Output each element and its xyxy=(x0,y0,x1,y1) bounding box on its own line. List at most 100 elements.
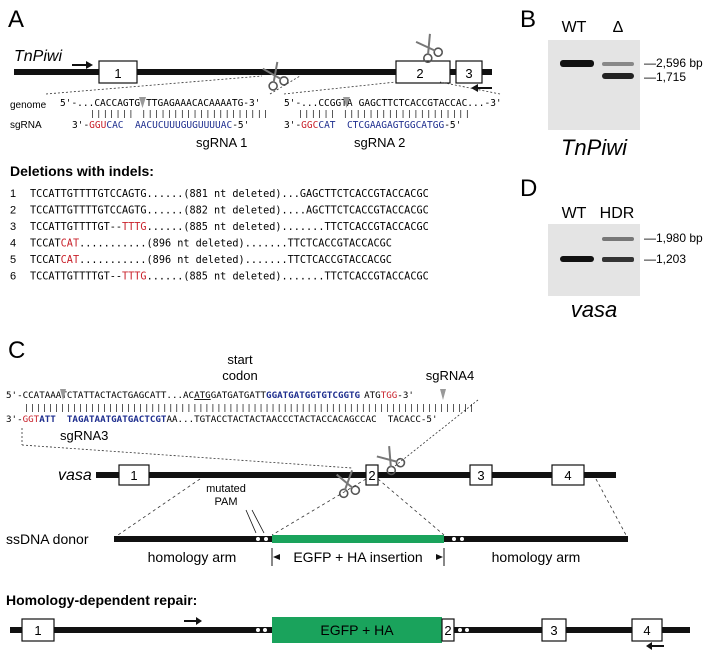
deletion-dots: ........... xyxy=(79,239,146,250)
deletion-dots: ....... xyxy=(245,255,288,266)
zoom-connector xyxy=(394,399,479,467)
deletions-list: 1 TCCATTGTTTTGTCCAGTG......(881 nt delete… xyxy=(10,188,429,283)
scissors-icon xyxy=(376,446,406,476)
donor-egfp-insertion xyxy=(272,535,444,543)
tnpiwi-gene-label: TnPiwi xyxy=(14,48,62,65)
deletion-row-number: 2 xyxy=(10,205,16,217)
gel-b-lane-delta: Δ xyxy=(613,19,624,36)
vasa-exon-1 xyxy=(118,464,150,486)
vasa-exon-4 xyxy=(551,464,585,486)
deletion-right-seq: TTCTCACCGTACCACGC xyxy=(288,239,392,250)
deletion-right-seq: AGCTTCTCACCGTACCACGC xyxy=(306,206,429,217)
insertion-label: EGFP + HA insertion xyxy=(293,549,422,565)
deletion-left-seq: TCCAT xyxy=(30,239,61,250)
mutated-pam-dot xyxy=(263,628,267,632)
homology-connector xyxy=(595,478,627,536)
gel-band xyxy=(602,237,634,241)
homology-arm-left-label: homology arm xyxy=(148,549,237,565)
gel-d-size-1: —1,980 bp xyxy=(644,231,703,245)
hdr-exon-4-label: 4 xyxy=(643,623,650,638)
deletion-left-seq: TCCATTGTTTTGTCCAGTG xyxy=(30,206,147,217)
deletion-row-sequence: TCCATTGTTTTGT--TTTG......(885 nt deleted… xyxy=(30,272,429,283)
pam-pointer xyxy=(251,509,265,534)
homology-connector xyxy=(377,478,445,536)
vasa-bottom-strand-seq: 3'-GGTATT TAGATAATGATGACTCGTAA...TGTACCT… xyxy=(6,414,438,425)
deletion-dots: ....... xyxy=(245,239,288,250)
vasa-exon-1-label: 1 xyxy=(130,468,137,483)
panel-d-label: D xyxy=(520,175,537,202)
forward-primer-arrow xyxy=(72,61,93,69)
vasa-gene-label: vasa xyxy=(58,467,92,484)
gel-d-size-2: —1,203 xyxy=(644,252,686,266)
deletions-title: Deletions with indels: xyxy=(10,163,154,179)
sgrna-row-label: sgRNA xyxy=(10,120,42,131)
deletion-left-seq: TCCATTGTTTTGT-- xyxy=(30,222,122,233)
hdr-exon-3 xyxy=(541,618,567,642)
deletion-dots: ........... xyxy=(79,255,146,266)
deletion-row-sequence: TCCATTGTTTTGT--TTTG......(885 nt deleted… xyxy=(30,222,429,233)
hdr-forward-primer-arrow xyxy=(184,617,202,625)
gel-d-lane-hdr: HDR xyxy=(600,205,635,222)
hdr-exon-1-label: 1 xyxy=(34,623,41,638)
tnpiwi-exon-3 xyxy=(455,60,483,84)
deletion-dots: ... xyxy=(282,189,300,200)
cut-site-marker xyxy=(440,389,446,400)
homology-connector xyxy=(117,478,201,536)
hdr-exon-1 xyxy=(21,618,55,642)
deletion-note: (896 nt deleted) xyxy=(147,239,245,250)
deletion-dots: ...... xyxy=(147,189,184,200)
gel-d-gene: vasa xyxy=(571,297,617,322)
deletion-row-sequence: TCCATTGTTTTGTCCAGTG......(882 nt deleted… xyxy=(30,206,429,217)
mutated-pam-dot xyxy=(465,628,469,632)
deletion-row-number: 3 xyxy=(10,221,16,233)
mutated-pam-dot xyxy=(460,537,464,541)
zoom-connector xyxy=(269,75,301,95)
deletion-note: (896 nt deleted) xyxy=(147,255,245,266)
cut-site-marker xyxy=(139,97,146,108)
deletion-dots: ...... xyxy=(147,222,184,233)
homology-arm-right-label: homology arm xyxy=(492,549,581,565)
vasa-exon-3 xyxy=(469,464,493,486)
cut-site-marker xyxy=(60,389,66,400)
gel-band xyxy=(602,73,634,79)
mutated-pam-label-1: mutated xyxy=(206,483,246,495)
gel-b-size-2: —1,715 xyxy=(644,70,686,84)
hdr-exon-2 xyxy=(441,618,455,642)
deletion-row-number: 5 xyxy=(10,254,16,266)
vasa-exon-4-label: 4 xyxy=(564,468,571,483)
deletion-right-seq: TTCTCACCGTACCACGC xyxy=(288,255,392,266)
deletion-dots: ....... xyxy=(282,272,325,283)
deletion-indel-seq: TTTG xyxy=(122,272,147,283)
hdr-exon-3-label: 3 xyxy=(550,623,557,638)
hdr-egfp-label: EGFP + HA xyxy=(320,622,394,638)
deletion-row-sequence: TCCATTGTTTTGTCCAGTG......(881 nt deleted… xyxy=(30,189,429,200)
start-codon-label-1: start xyxy=(227,352,253,367)
deletion-left-seq: TCCAT xyxy=(30,255,61,266)
deletion-dots: ....... xyxy=(282,222,325,233)
panel-c-label: C xyxy=(8,337,25,364)
deletion-indel-seq: CAT xyxy=(61,255,79,266)
deletion-row-number: 1 xyxy=(10,188,16,200)
mutated-pam-dot xyxy=(458,628,462,632)
deletion-note: (885 nt deleted) xyxy=(183,222,281,233)
cut-site-marker xyxy=(343,97,350,108)
sgrna3-label: sgRNA3 xyxy=(60,428,108,443)
deletion-row-number: 6 xyxy=(10,271,16,283)
gel-d-lane-wt: WT xyxy=(562,205,587,222)
gel-b-size-1: —2,596 bp xyxy=(644,56,703,70)
deletion-note: (885 nt deleted) xyxy=(183,272,281,283)
base-pair-ticks: ||||||| |||||||||||||||||||| xyxy=(90,109,270,118)
gel-b-lane-wt: WT xyxy=(562,19,587,36)
deletion-dots: ...... xyxy=(147,272,184,283)
deletion-row-sequence: TCCATCAT...........(896 nt deleted).....… xyxy=(30,239,392,250)
deletion-right-seq: GAGCTTCTCACCGTACCACGC xyxy=(300,189,429,200)
genome-row-label: genome xyxy=(10,100,47,111)
mutated-pam-dot xyxy=(264,537,268,541)
deletion-indel-seq: TTTG xyxy=(122,222,147,233)
deletion-left-seq: TCCATTGTTTTGTCCAGTG xyxy=(30,189,147,200)
ssdna-donor-label: ssDNA donor xyxy=(6,531,89,547)
vasa-exon-2 xyxy=(365,464,379,486)
vasa-exon-2-label: 2 xyxy=(368,468,375,483)
